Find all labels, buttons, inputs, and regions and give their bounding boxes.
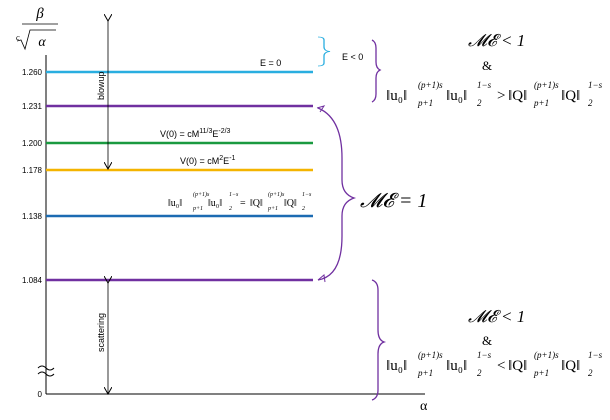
svg-text:(p+1)s: (p+1)s — [418, 80, 443, 90]
tick-label: 1.178 — [22, 166, 43, 175]
svg-text:V(0) = cM11/3E-2/3: V(0) = cM11/3E-2/3 — [160, 128, 231, 139]
svg-text:(p+1)s: (p+1)s — [418, 350, 443, 360]
svg-text:‖u₀‖: ‖u₀‖ — [208, 198, 222, 209]
label-scattering: scattering — [96, 313, 106, 352]
svg-text:1−s: 1−s — [229, 192, 239, 198]
axis-break-icon — [37, 365, 55, 377]
svg-text:‖u₀‖: ‖u₀‖ — [446, 358, 467, 374]
label-blowup: blowup — [96, 71, 106, 100]
svg-text:(p+1)s: (p+1)s — [268, 191, 285, 198]
svg-text:1−s: 1−s — [477, 350, 492, 360]
svg-text:‖Q‖: ‖Q‖ — [250, 198, 263, 209]
svg-text:(p+1)s: (p+1)s — [193, 191, 210, 198]
svg-text:‖u₀‖: ‖u₀‖ — [168, 198, 182, 209]
tick-label: 0 — [38, 390, 43, 399]
brace-bottom-region — [371, 279, 387, 401]
svg-text:(p+1)s: (p+1)s — [534, 350, 559, 360]
svg-text:p+1: p+1 — [267, 206, 278, 212]
label-me-equal: 𝓜𝓔 = 1 — [360, 190, 427, 212]
svg-text:>: > — [497, 88, 505, 104]
tick-label: 1.084 — [22, 276, 43, 285]
svg-text:1−s: 1−s — [588, 350, 603, 360]
svg-text:1−s: 1−s — [477, 80, 492, 90]
x-axis-label: α — [420, 399, 428, 414]
brace-top-region — [371, 39, 382, 103]
svg-text:2: 2 — [588, 368, 593, 378]
tick-label: 1.200 — [22, 139, 43, 148]
y-label-radicand: α — [38, 35, 46, 50]
svg-text:‖Q‖: ‖Q‖ — [561, 88, 580, 104]
svg-text:V(0) = cM2E-1: V(0) = cM2E-1 — [180, 155, 236, 166]
svg-text:‖Q‖: ‖Q‖ — [508, 88, 527, 104]
svg-text:2: 2 — [477, 98, 482, 108]
svg-text:2: 2 — [477, 368, 482, 378]
y-label-radical-index: c — [16, 33, 20, 42]
svg-text:‖u₀‖: ‖u₀‖ — [446, 88, 467, 104]
label-norm-equal: ‖u₀‖ (p+1)s p+1 ‖u₀‖ 1−s 2 = ‖Q‖ (p+1)s … — [168, 191, 312, 212]
tick-label: 1.138 — [22, 212, 43, 221]
svg-text:=: = — [240, 198, 246, 209]
tick-label: 1.260 — [22, 68, 43, 77]
label-amp-bottom: & — [482, 333, 492, 348]
inequality-bottom: ‖u₀‖ (p+1)s p+1 ‖u₀‖ 1−s 2 < ‖Q‖ (p+1)s … — [386, 350, 603, 378]
y-label-numerator: β — [35, 6, 44, 22]
label-v0-yellow: V(0) = cM2E-1 — [180, 155, 236, 166]
brace-me-equal — [317, 107, 357, 281]
svg-text:‖Q‖: ‖Q‖ — [284, 198, 297, 209]
svg-text:2: 2 — [302, 206, 305, 212]
label-amp-top: & — [482, 58, 492, 73]
svg-text:1−s: 1−s — [302, 192, 312, 198]
svg-text:p+1: p+1 — [192, 206, 203, 212]
label-e-zero: E = 0 — [260, 58, 281, 68]
svg-text:p+1: p+1 — [417, 98, 433, 108]
y-axis-label: β c α — [16, 6, 58, 51]
tick-label: 1.231 — [22, 102, 43, 111]
inequality-top: ‖u₀‖ (p+1)s p+1 ‖u₀‖ 1−s 2 > ‖Q‖ (p+1)s … — [386, 80, 603, 108]
label-me-less-bottom: 𝓜𝓔 < 1 — [468, 307, 525, 326]
label-e-less-zero: E < 0 — [342, 52, 363, 62]
svg-text:1−s: 1−s — [588, 80, 603, 90]
svg-text:p+1: p+1 — [533, 368, 549, 378]
svg-text:2: 2 — [588, 98, 593, 108]
label-v0-green: V(0) = cM11/3E-2/3 — [160, 128, 231, 139]
svg-text:2: 2 — [229, 206, 232, 212]
brace-e-negative — [317, 36, 331, 67]
svg-text:p+1: p+1 — [533, 98, 549, 108]
svg-text:p+1: p+1 — [417, 368, 433, 378]
svg-text:(p+1)s: (p+1)s — [534, 80, 559, 90]
svg-text:<: < — [497, 358, 505, 374]
svg-text:‖Q‖: ‖Q‖ — [508, 358, 527, 374]
label-me-less-top: 𝓜𝓔 < 1 — [468, 31, 525, 50]
svg-text:‖u₀‖: ‖u₀‖ — [386, 358, 407, 374]
svg-text:‖Q‖: ‖Q‖ — [561, 358, 580, 374]
svg-text:‖u₀‖: ‖u₀‖ — [386, 88, 407, 104]
